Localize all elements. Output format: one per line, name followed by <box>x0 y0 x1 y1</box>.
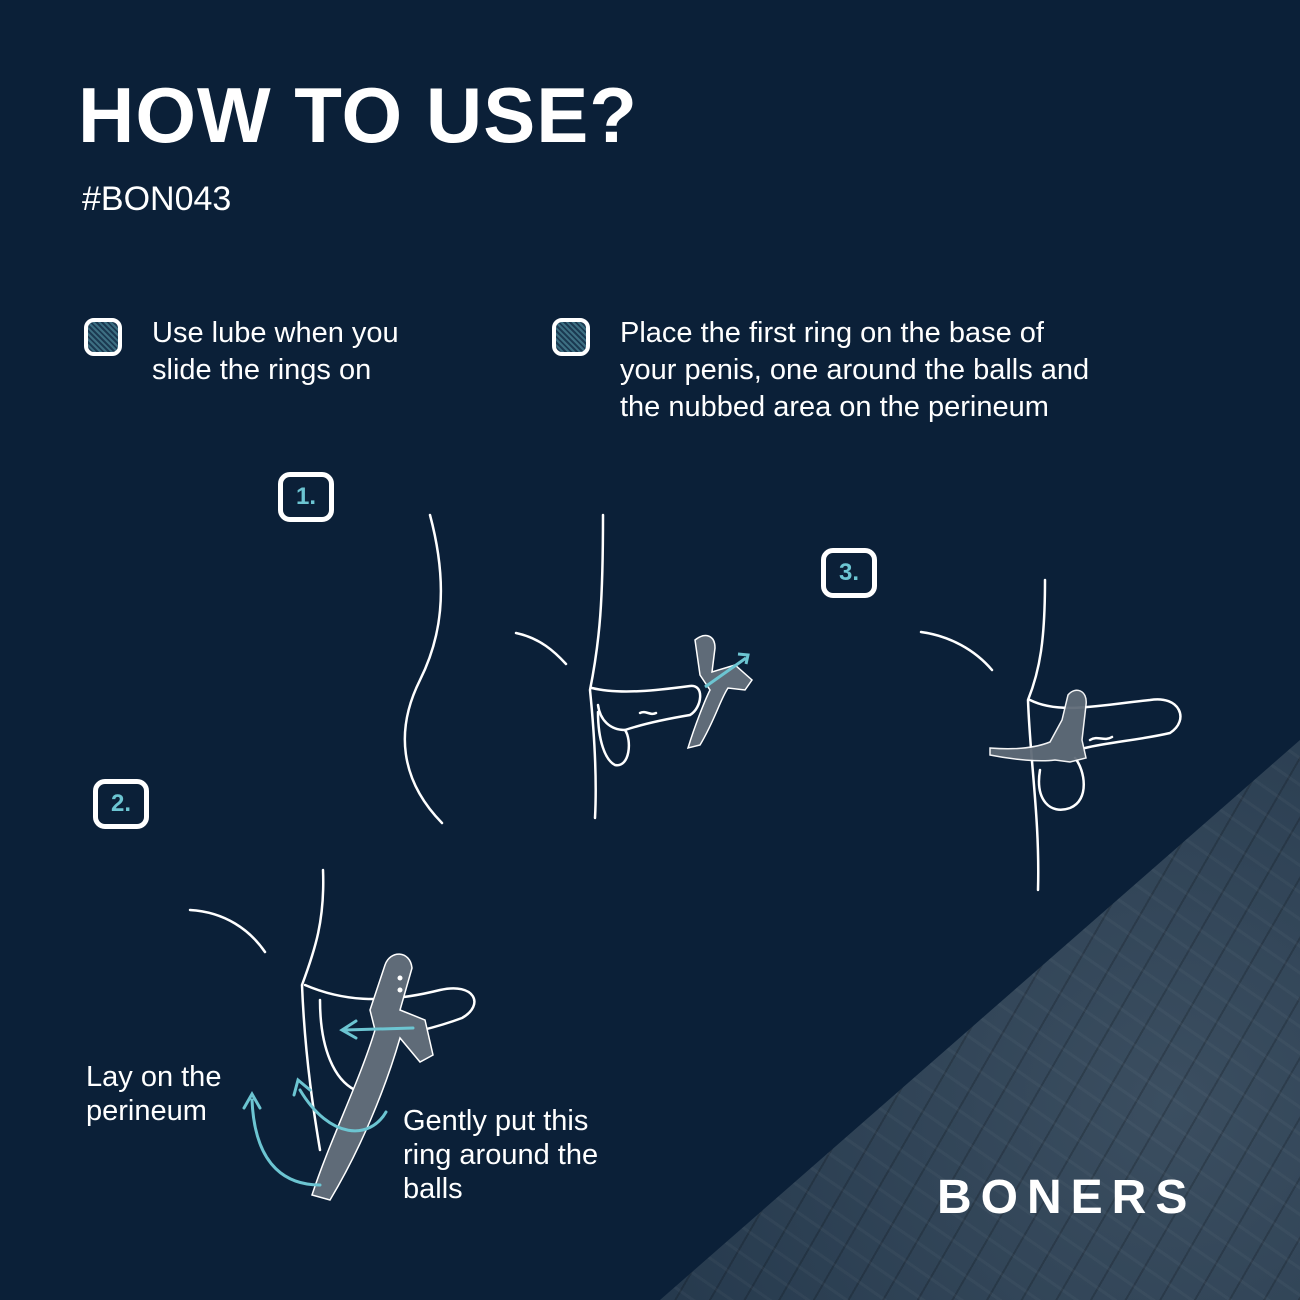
bullet-square-icon <box>552 318 590 356</box>
step-3-badge: 3. <box>821 548 877 598</box>
step-3-product <box>989 689 1087 763</box>
caption-perineum: Lay on the perineum <box>86 1061 222 1127</box>
arrow-up-icon <box>242 1090 322 1187</box>
step-2-illustration <box>188 868 476 1152</box>
arrow-curve-icon <box>292 1077 388 1133</box>
step-1-illustration <box>403 513 702 825</box>
step-2-arrows <box>242 1019 415 1187</box>
product-sku: #BON043 <box>82 180 232 218</box>
brand-logo: BONERS <box>937 1171 1197 1224</box>
caption-balls: Gently put this ring around the balls <box>403 1105 599 1205</box>
bullet-square-icon <box>84 318 122 356</box>
instruction-lube: Use lube when you slide the rings on <box>84 315 399 389</box>
instruction-text: Place the first ring on the base of your… <box>620 317 1090 423</box>
step-2-product <box>311 953 434 1201</box>
step-1-product <box>686 634 753 750</box>
instruction-placement: Place the first ring on the base of your… <box>552 315 1089 426</box>
step-2-badge: 2. <box>93 779 149 829</box>
step-1-badge: 1. <box>278 472 334 522</box>
page-title: HOW TO USE? <box>78 71 638 159</box>
instruction-text: Use lube when you slide the rings on <box>152 317 399 386</box>
step-3-illustration <box>919 578 1182 892</box>
arrow-left-icon <box>339 1019 415 1040</box>
